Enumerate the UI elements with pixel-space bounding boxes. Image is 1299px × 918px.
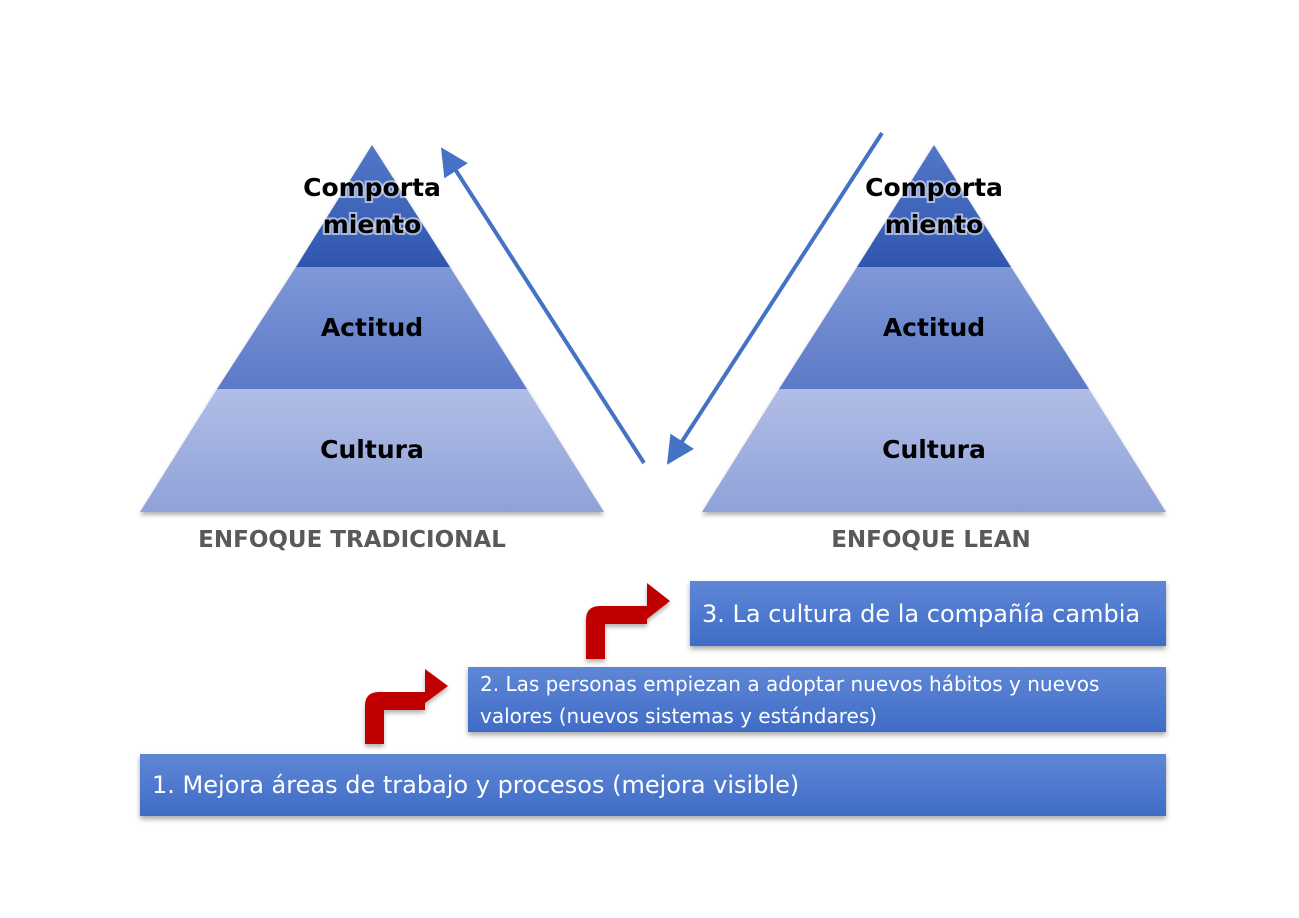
- pyramid-traditional-tier-bottom: [140, 389, 604, 512]
- arrow-down-lean: [666, 131, 884, 465]
- step-1-text: 1. Mejora áreas de trabajo y procesos (m…: [152, 771, 800, 799]
- pyramid-lean-tier-middle: [779, 267, 1089, 389]
- pyramid-traditional-top-label-line1: Comporta: [303, 173, 441, 202]
- pyramid-lean-middle-label: Actitud: [883, 313, 985, 342]
- pyramid-traditional: [140, 145, 604, 512]
- pyramid-traditional-bottom-label: Cultura: [320, 435, 424, 464]
- step-3-text: 3. La cultura de la compañía cambia: [702, 599, 1141, 628]
- step-2-box: 2. Las personas empiezan a adoptar nuevo…: [468, 667, 1166, 732]
- pyramid-traditional-middle-label: Actitud: [321, 313, 423, 342]
- pyramid-lean-caption: ENFOQUE LEAN: [831, 527, 1031, 553]
- pyramid-lean-tier-top: [857, 145, 1011, 267]
- pyramid-traditional-tier-middle: [217, 267, 527, 389]
- pyramid-lean: [702, 145, 1166, 512]
- pyramid-lean-tier-bottom: [702, 389, 1166, 512]
- step-3-box: 3. La cultura de la compañía cambia: [690, 581, 1166, 646]
- red-bent-arrow-to-step-2: [365, 669, 448, 744]
- pyramid-traditional-caption: ENFOQUE TRADICIONAL: [198, 527, 506, 553]
- red-bent-arrow-to-step-3: [586, 583, 670, 659]
- pyramid-lean-bottom-label: Cultura: [882, 435, 986, 464]
- pyramid-traditional-tier-top: [296, 145, 450, 267]
- arrow-up-traditional: [440, 147, 646, 465]
- step-2-text: 2. Las personas empiezan a adoptar nuevo…: [480, 671, 1100, 728]
- pyramid-traditional-top-label-line2: miento: [323, 210, 422, 239]
- step-1-box: 1. Mejora áreas de trabajo y procesos (m…: [140, 754, 1166, 816]
- pyramid-lean-top-label-line2: miento: [885, 210, 984, 239]
- pyramid-lean-top-label-line1: Comporta: [865, 173, 1003, 202]
